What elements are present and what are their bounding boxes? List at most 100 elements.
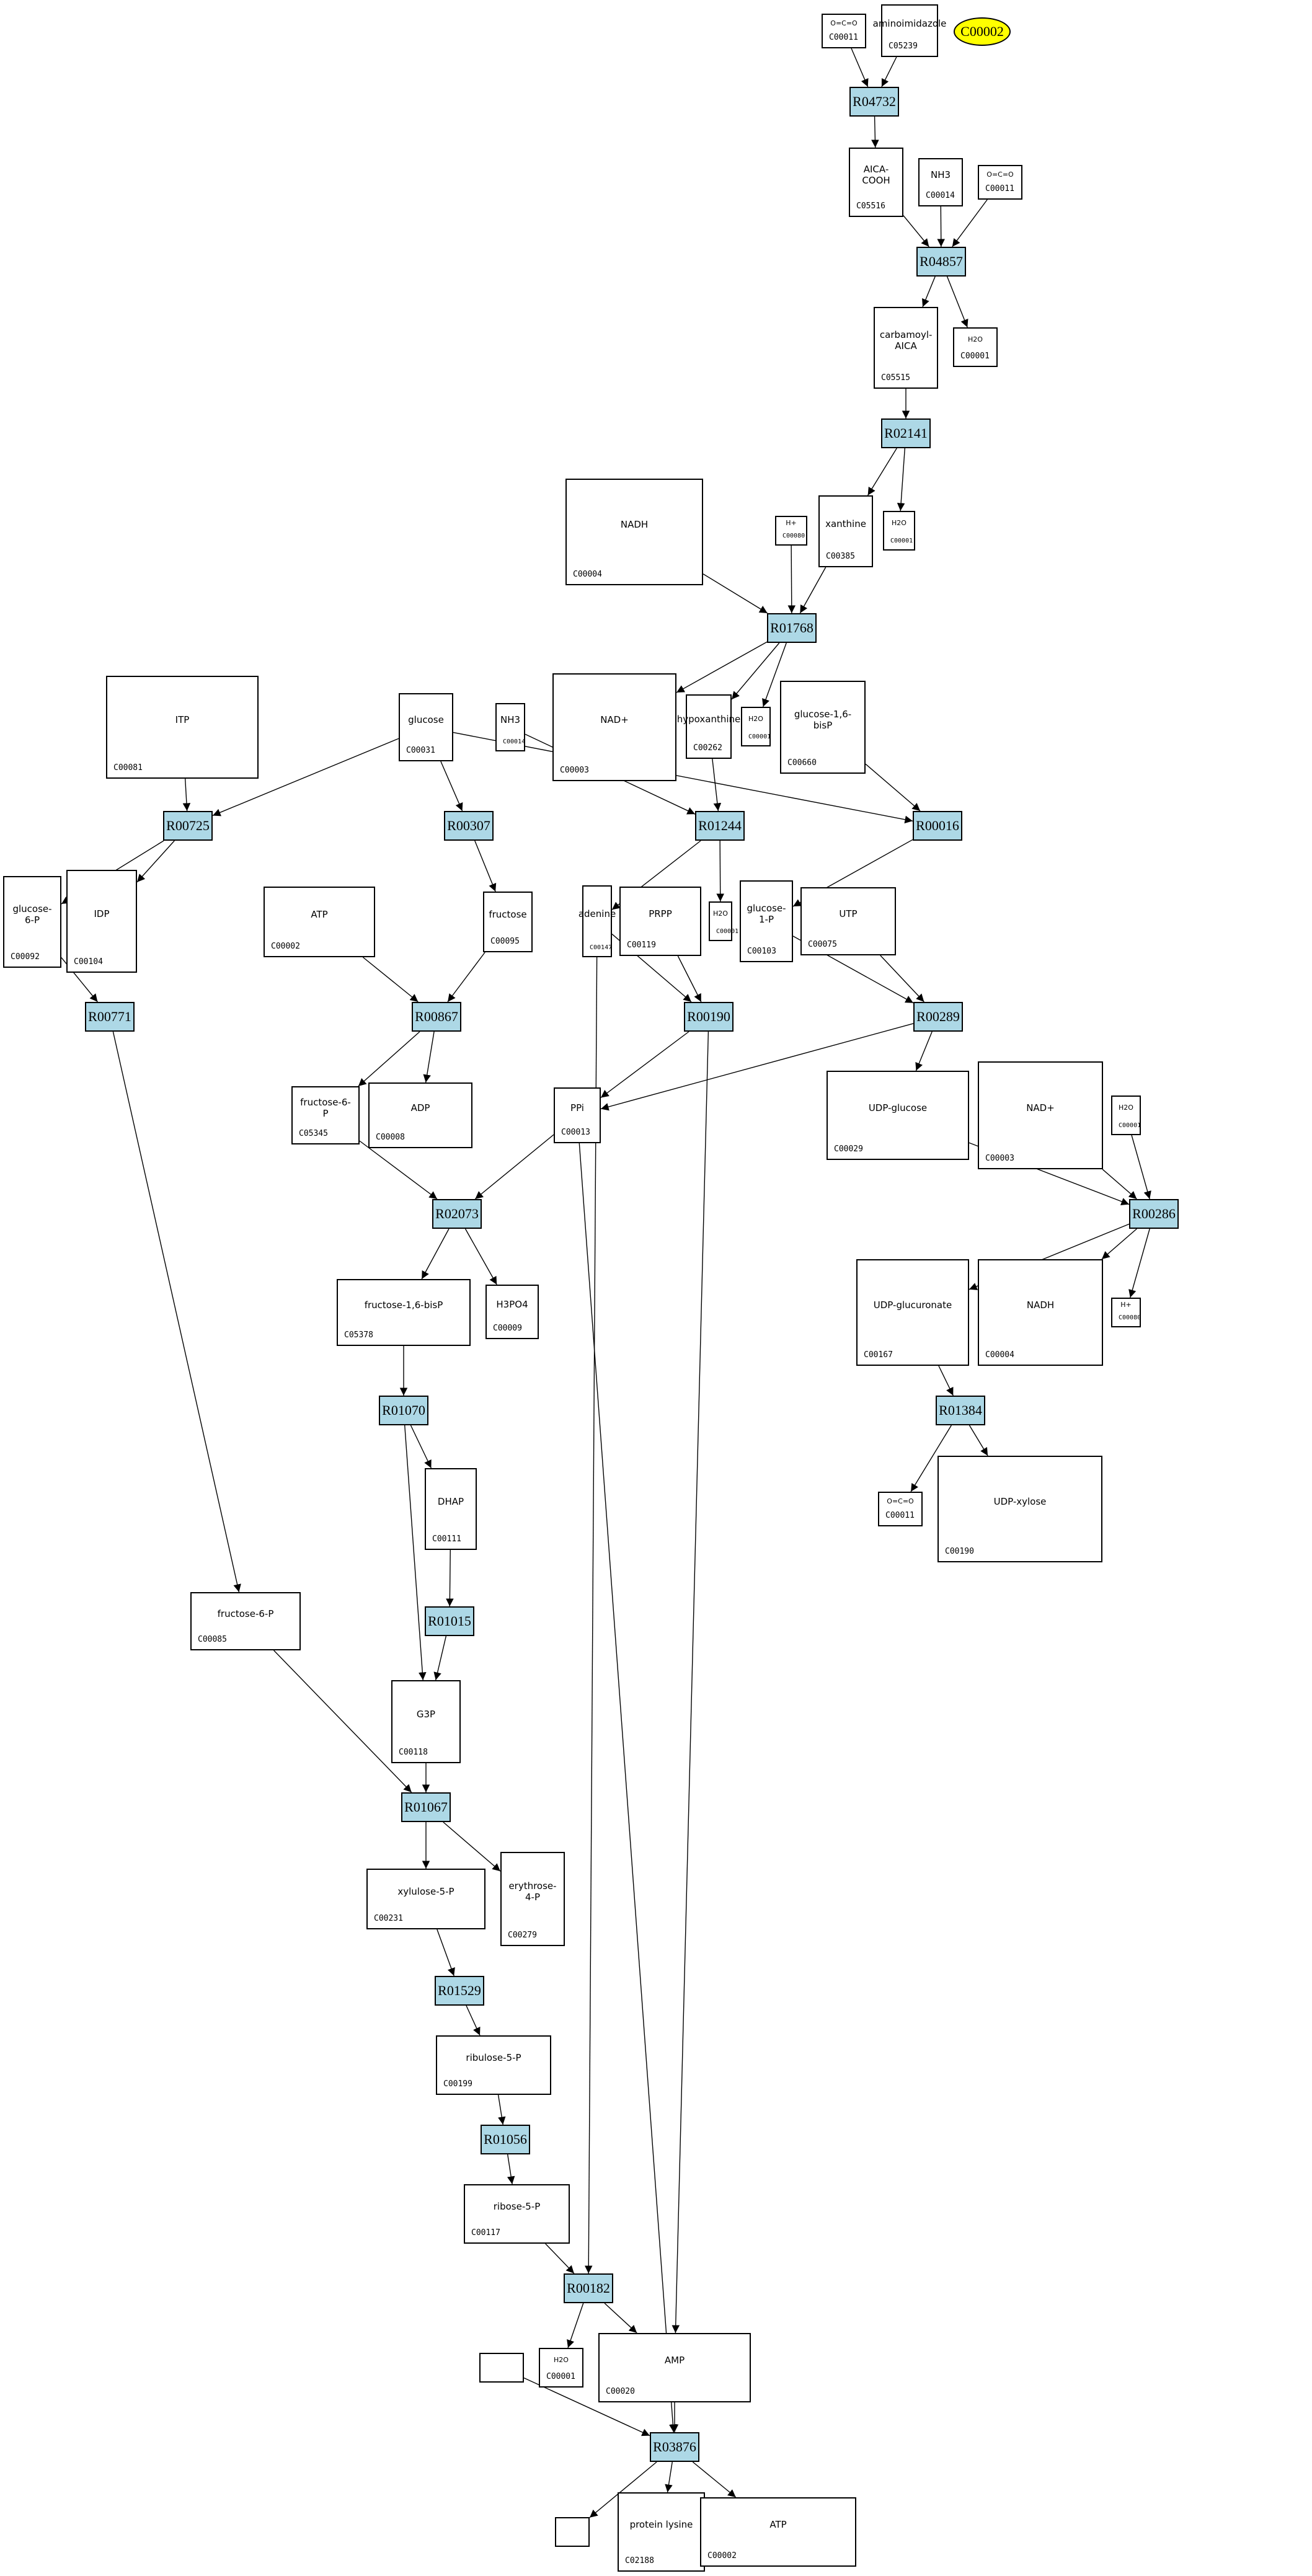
reaction-node-r00771[interactable]: R00771 bbox=[85, 1002, 135, 1032]
reaction-node-r01056[interactable]: R01056 bbox=[481, 2125, 530, 2154]
edge-R00182-to-c00020 bbox=[604, 2303, 637, 2334]
edge-c00262-to-R01244 bbox=[712, 758, 722, 812]
compound-node-c00080[interactable]: H+C00080 bbox=[1111, 1298, 1141, 1327]
compound-node-c00003[interactable]: NAD+C00003 bbox=[552, 673, 676, 781]
reaction-node-r04857[interactable]: R04857 bbox=[916, 247, 966, 277]
reaction-node-r00286[interactable]: R00286 bbox=[1129, 1199, 1179, 1229]
reaction-node-r00307[interactable]: R00307 bbox=[444, 811, 494, 841]
compound-id-label: C00003 bbox=[985, 1154, 1014, 1163]
compound-node-empty[interactable] bbox=[555, 2517, 590, 2547]
reaction-node-r02141[interactable]: R02141 bbox=[881, 418, 931, 448]
structure-image: NH3 bbox=[930, 169, 951, 180]
edge-R01067-to-c00279 bbox=[443, 1821, 501, 1872]
compound-node-c05515[interactable]: carbamoyl-AICA C05515 bbox=[874, 307, 938, 389]
reaction-node-r01384[interactable]: R01384 bbox=[936, 1396, 985, 1425]
compound-node-c00003[interactable]: NAD+C00003 bbox=[978, 1061, 1103, 1169]
compound-id-label: C05515 bbox=[881, 373, 910, 383]
reaction-node-r00182[interactable]: R00182 bbox=[564, 2273, 613, 2303]
compound-node-c00080[interactable]: H+C00080 bbox=[775, 516, 807, 546]
highlighted-compound-oval[interactable]: C00002 bbox=[954, 17, 1011, 46]
reaction-node-r00289[interactable]: R00289 bbox=[913, 1002, 963, 1032]
edge-c00011a-to-R04732 bbox=[851, 48, 869, 87]
compound-id-label: C05378 bbox=[344, 1330, 373, 1340]
reaction-node-r01070[interactable]: R01070 bbox=[379, 1396, 428, 1425]
structure-image: IDP bbox=[94, 908, 110, 919]
structure-image: H2O bbox=[748, 715, 763, 724]
reaction-node-r00016[interactable]: R00016 bbox=[913, 811, 962, 841]
structure-image: ATP bbox=[769, 2519, 787, 2530]
edge-R00190-to-c00013 bbox=[600, 1031, 689, 1099]
compound-id-label: C00095 bbox=[490, 937, 520, 946]
structure-image: H2O bbox=[713, 910, 728, 918]
reaction-node-r00725[interactable]: R00725 bbox=[163, 811, 213, 841]
edge-c00075-to-R00289 bbox=[880, 955, 924, 1003]
structure-image: H2O bbox=[1119, 1104, 1133, 1112]
structure-image: glucose-1,6-bisP bbox=[794, 709, 852, 731]
reaction-node-r00190[interactable]: R00190 bbox=[684, 1002, 734, 1032]
structure-image: H2O bbox=[968, 335, 983, 344]
compound-id-label: C00011 bbox=[985, 184, 1014, 193]
edge-c00031-to-R00725 bbox=[212, 738, 399, 817]
reaction-node-r00867[interactable]: R00867 bbox=[412, 1002, 461, 1032]
reaction-node-r03876[interactable]: R03876 bbox=[650, 2432, 699, 2462]
reaction-node-r01244[interactable]: R01244 bbox=[695, 811, 745, 841]
reaction-node-r04732[interactable]: R04732 bbox=[849, 87, 899, 117]
reaction-node-r01768[interactable]: R01768 bbox=[767, 613, 817, 643]
structure-image: carbamoyl-AICA bbox=[879, 329, 933, 352]
compound-id-label: C00020 bbox=[606, 2387, 635, 2396]
compound-node-empty[interactable] bbox=[479, 2353, 524, 2383]
reaction-node-r01015[interactable]: R01015 bbox=[425, 1606, 474, 1636]
reaction-node-r02073[interactable]: R02073 bbox=[432, 1199, 482, 1229]
reaction-node-r01067[interactable]: R01067 bbox=[401, 1792, 451, 1822]
compound-id-label: C00008 bbox=[376, 1133, 405, 1142]
reaction-node-r01529[interactable]: R01529 bbox=[435, 1976, 484, 2006]
compound-id-label: C00199 bbox=[443, 2079, 472, 2089]
